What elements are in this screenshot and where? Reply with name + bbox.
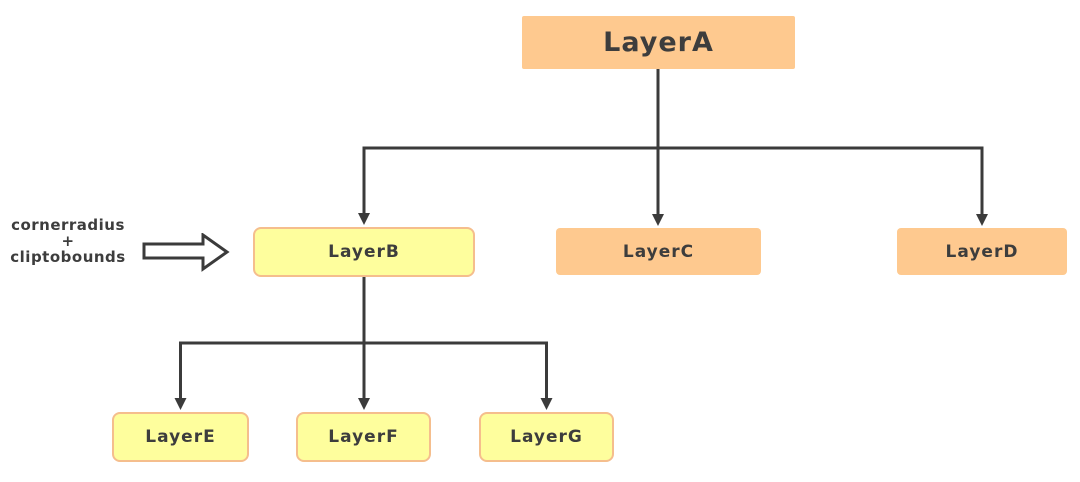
node-layer-c: LayerC <box>556 228 761 275</box>
annotation-line-3: cliptobounds <box>10 248 126 266</box>
node-layer-g: LayerG <box>479 412 614 462</box>
node-layer-d: LayerD <box>897 228 1067 275</box>
block-arrow-right-icon <box>142 233 230 272</box>
node-layer-a: LayerA <box>522 16 795 69</box>
node-layer-e: LayerE <box>112 412 249 462</box>
annotation-label: cornerradius + cliptobounds <box>6 217 130 265</box>
annotation-line-2: + <box>61 232 75 250</box>
annotation-line-1: cornerradius <box>11 216 125 234</box>
node-layer-f: LayerF <box>296 412 431 462</box>
node-layer-b: LayerB <box>253 227 475 277</box>
